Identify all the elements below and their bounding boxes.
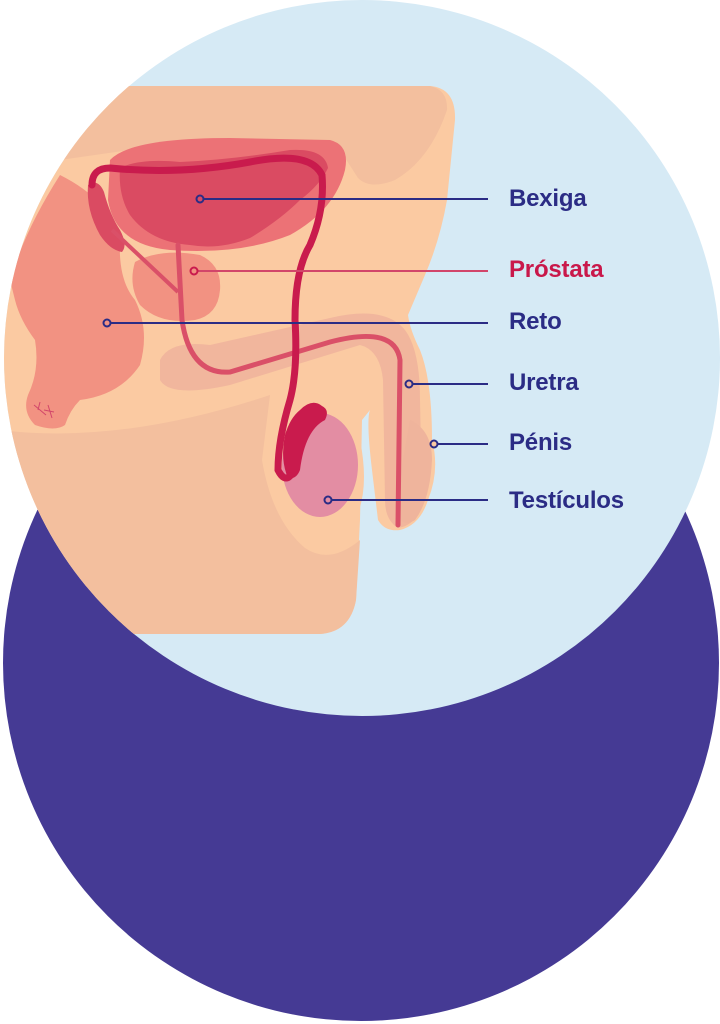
ejaculatory-duct — [110, 228, 180, 294]
marker-testiculos — [323, 495, 333, 505]
anus-detail-icon — [33, 401, 55, 419]
penis-tip — [395, 420, 432, 523]
urethra-path — [175, 242, 403, 528]
epididymis — [283, 402, 327, 479]
marker-penis — [429, 439, 439, 449]
body-shade-top — [4, 86, 448, 185]
marker-bexiga — [195, 194, 205, 204]
marker-reto — [102, 318, 112, 328]
marker-uretra — [404, 379, 414, 389]
marker-prostata — [189, 266, 199, 276]
body-shade-lower — [4, 395, 360, 634]
label-bexiga: Bexiga — [509, 185, 587, 212]
label-prostata: Próstata — [509, 256, 604, 283]
penis-shaft — [160, 313, 422, 528]
body-illustration — [4, 86, 456, 634]
label-testiculos: Testículos — [509, 487, 624, 514]
leader-lines — [102, 194, 488, 505]
vas-deferens — [88, 154, 326, 482]
label-penis: Pénis — [509, 429, 573, 456]
label-reto: Reto — [509, 308, 562, 335]
label-uretra: Uretra — [509, 369, 579, 396]
